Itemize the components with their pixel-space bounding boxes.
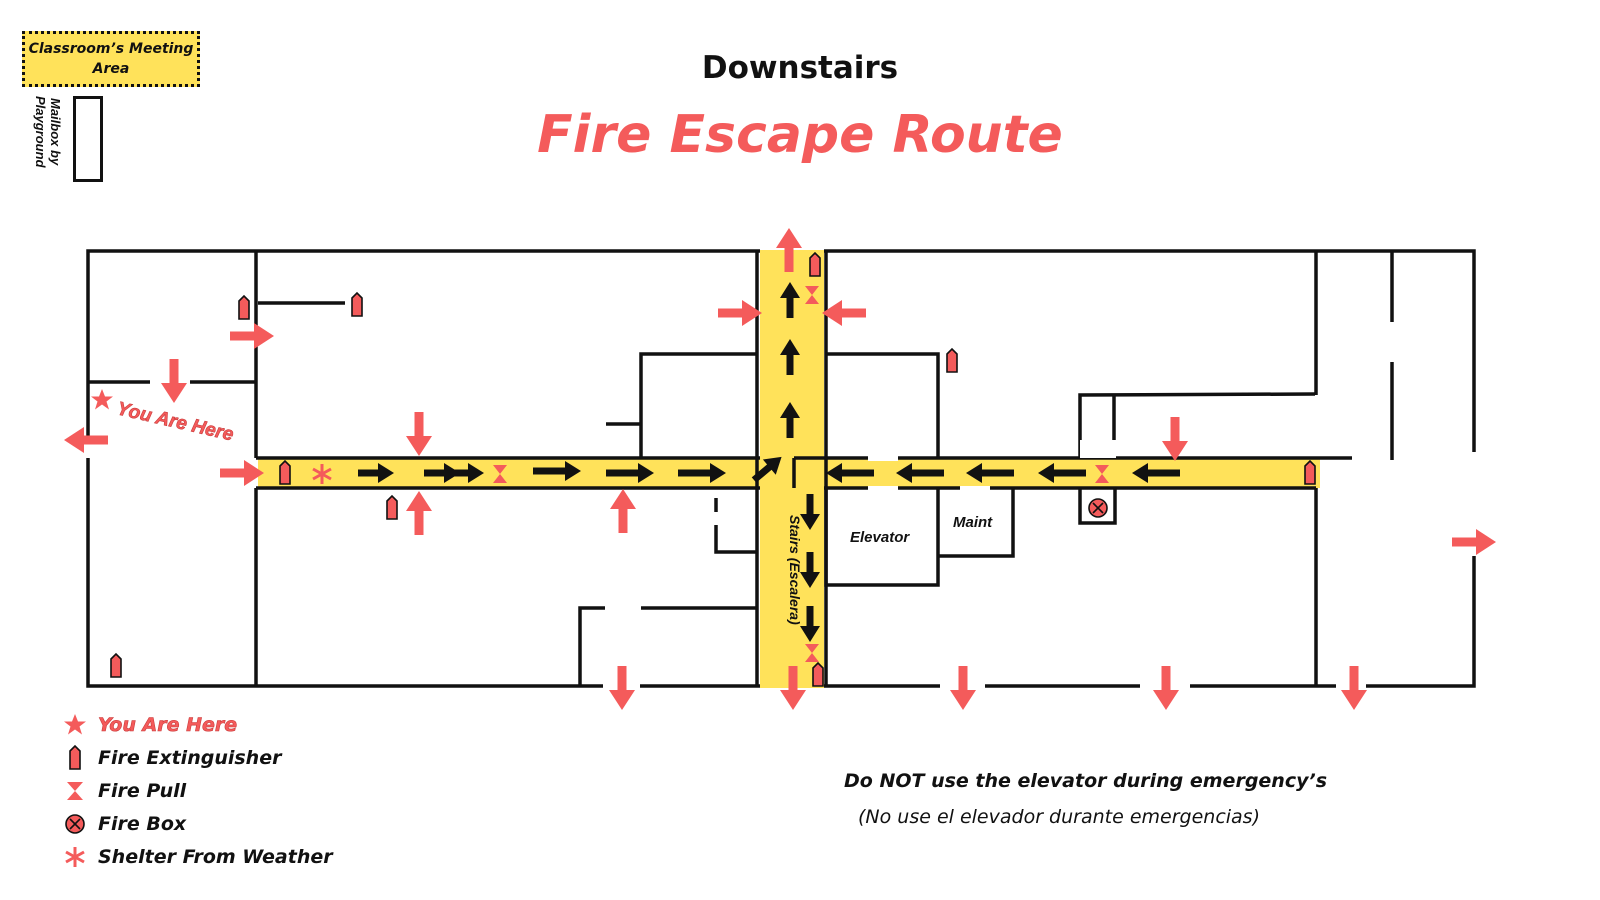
map-legend: You Are Here Fire Extinguisher Fire Pull… [60,708,333,873]
legend-label: Shelter From Weather [98,845,333,868]
fire-extinguisher-icon [351,292,363,317]
legend-label: Fire Box [98,812,187,835]
elevator-warning: Do NOT use the elevator during emergency… [844,770,1328,792]
mailbox-marker [73,96,103,182]
meeting-area-label-line1: Classroom’s Meeting [28,41,194,57]
meeting-area-label-line2: Area [92,61,130,77]
legend-item-you-are-here: You Are Here [60,708,333,741]
legend-label: You Are Here [98,713,238,736]
page-title: Downstairs [701,50,899,86]
star-icon [91,389,113,410]
fire-extinguisher-icon [238,295,250,320]
fire-box-icon [1088,498,1108,518]
fire-extinguisher-icon [110,653,122,678]
meeting-area-box: Classroom’s Meeting Area [22,31,200,87]
asterisk-icon [312,464,332,484]
mailbox-label-line2: Playground [33,96,48,169]
legend-item-fire-extinguisher: Fire Extinguisher [60,741,333,774]
fire-extinguisher-icon [60,744,90,772]
maint-label: Maint [953,514,993,531]
fire-extinguisher-icon [812,662,824,687]
fire-extinguisher-icon [809,252,821,277]
elevator-label: Elevator [850,529,910,546]
fire-extinguisher-icon [946,348,958,373]
star-icon [60,713,90,737]
legend-label: Fire Extinguisher [98,746,282,769]
building-walls [86,249,1476,688]
legend-item-fire-box: Fire Box [60,807,333,840]
fire-extinguisher-icon [386,495,398,520]
asterisk-icon [60,845,90,869]
page-subtitle: Fire Escape Route [537,105,1063,165]
legend-item-shelter: Shelter From Weather [60,840,333,873]
mailbox-label-line1: Mailbox by [48,98,63,166]
legend-item-fire-pull: Fire Pull [60,774,333,807]
fire-extinguisher-icon [1304,460,1316,485]
fire-pull-icon [60,779,90,803]
stairs-label: Stairs (Escalera) [787,515,803,625]
you-are-here-label: You Are Here [115,398,236,445]
fire-extinguisher-icon [279,460,291,485]
elevator-warning-spanish: (No use el elevador durante emergencias) [858,806,1260,828]
fire-box-icon [60,812,90,836]
legend-label: Fire Pull [98,779,187,802]
mailbox-label: Mailbox by Playground [24,96,64,186]
